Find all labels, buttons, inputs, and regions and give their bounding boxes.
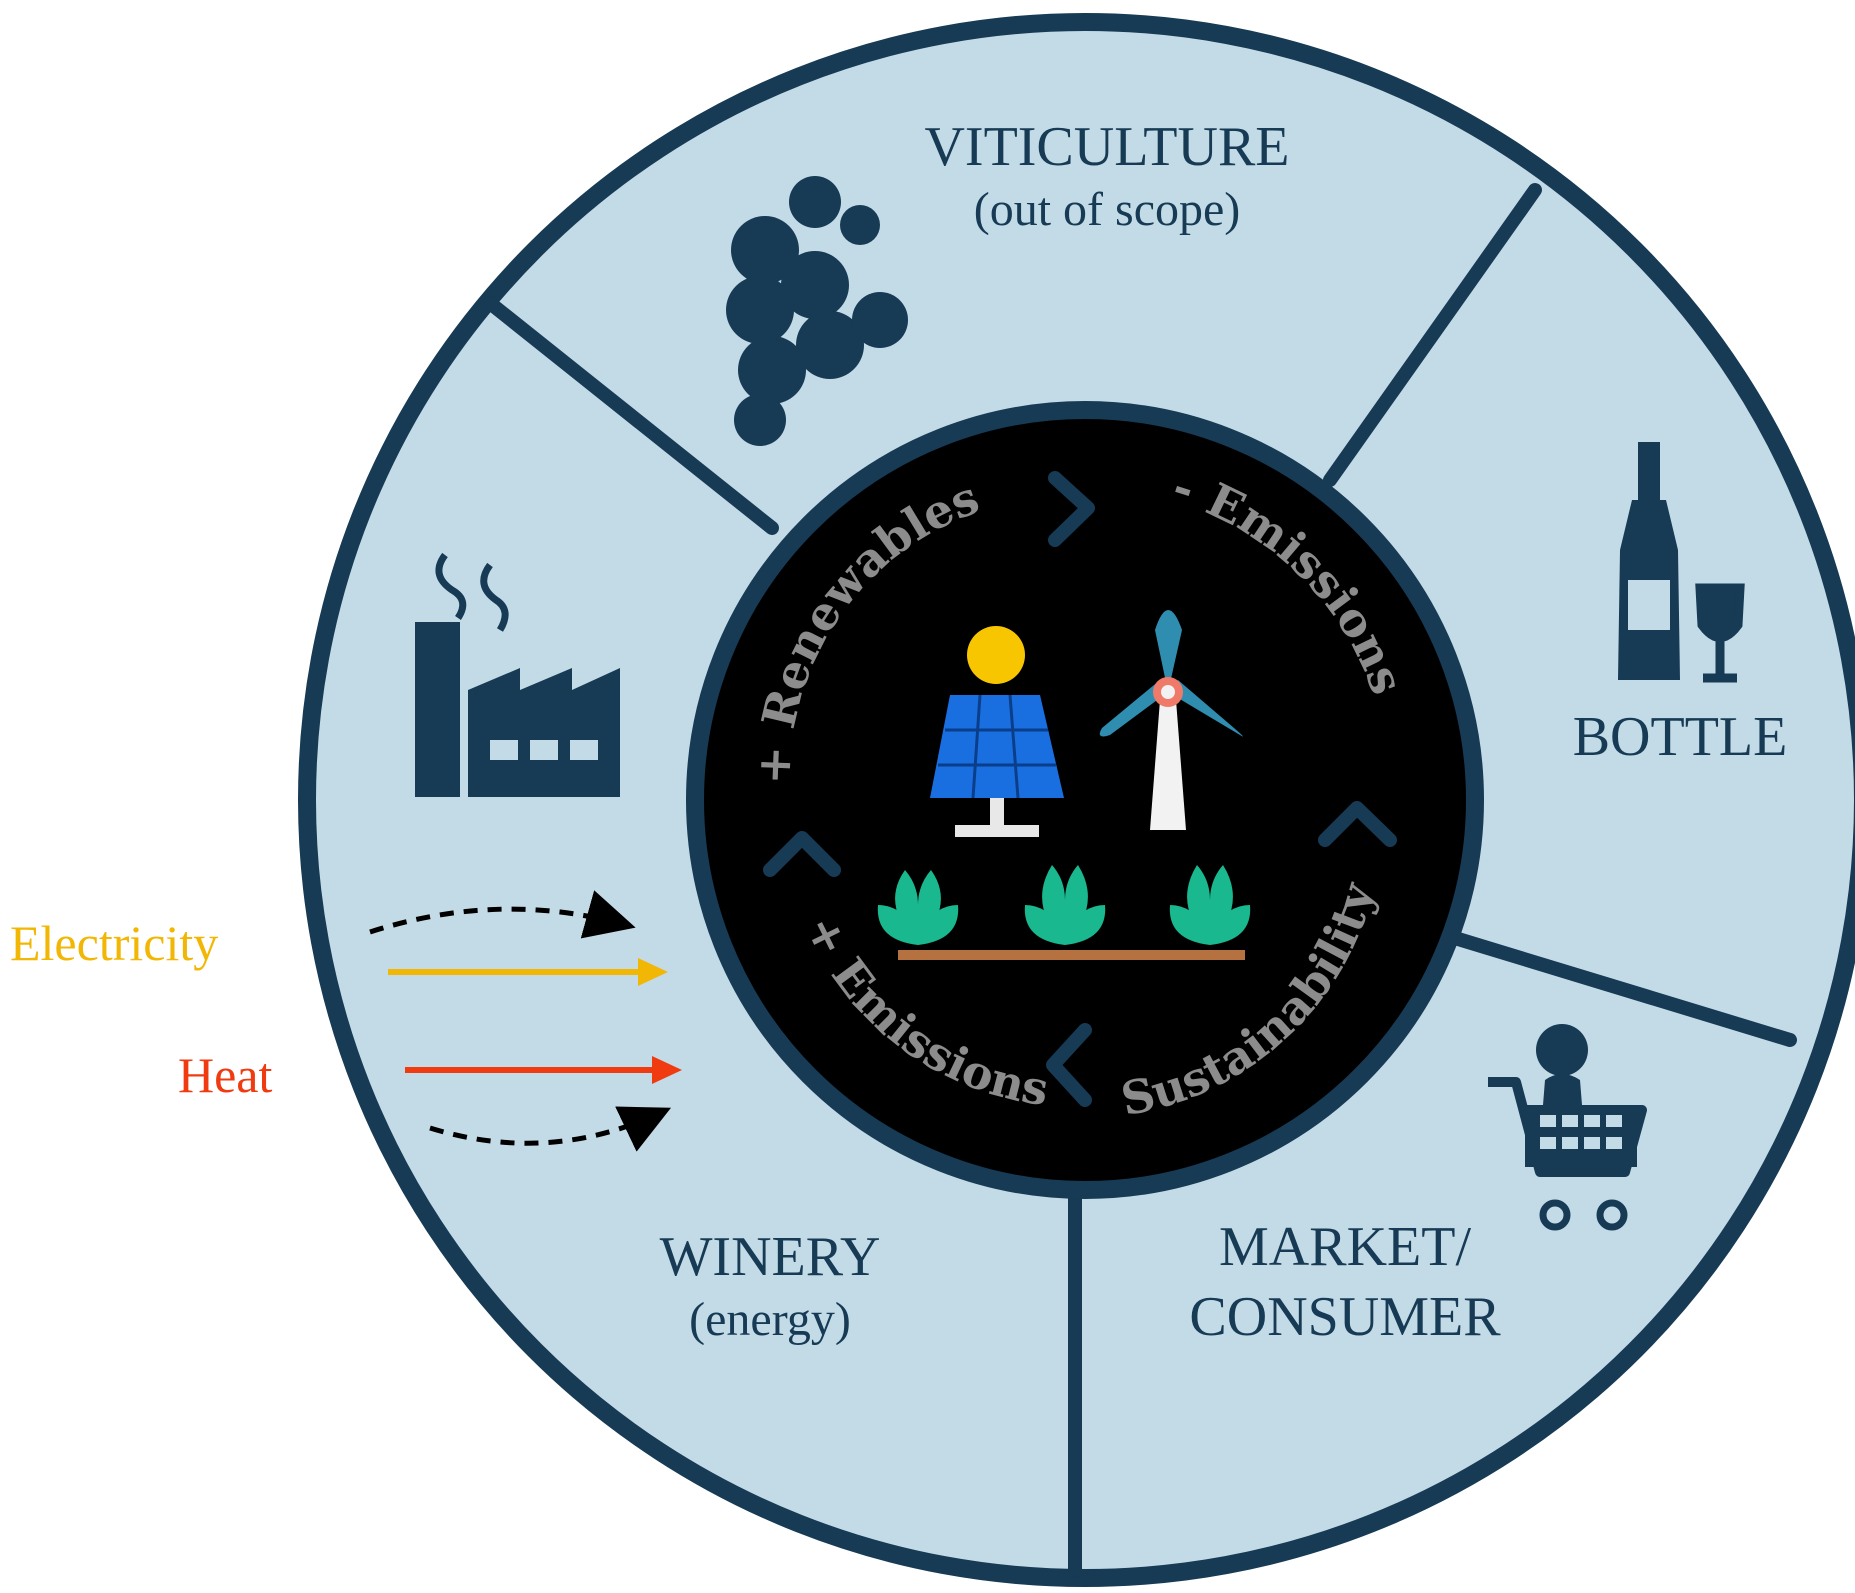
viticulture-subtitle: (out of scope) bbox=[974, 183, 1241, 236]
heat-arrow bbox=[405, 1056, 682, 1084]
chevron-up-icon-left bbox=[763, 831, 841, 877]
plant-icon bbox=[877, 870, 959, 945]
wine-bottle-icon bbox=[1618, 442, 1680, 680]
flow-dashed-arrow-bottom bbox=[429, 1106, 672, 1152]
winery-title: WINERY bbox=[660, 1226, 881, 1288]
shopping-cart-icon bbox=[1488, 1074, 1647, 1231]
wind-turbine-icon bbox=[1099, 610, 1243, 830]
electricity-arrow bbox=[388, 958, 668, 986]
chevron-right-icon bbox=[1048, 471, 1095, 547]
viticulture-title: VITICULTURE bbox=[924, 116, 1289, 178]
segment-dividers bbox=[483, 183, 1797, 1577]
heat-label: Heat bbox=[178, 1047, 272, 1103]
grapes-icon bbox=[726, 176, 908, 446]
factory-icon bbox=[415, 552, 620, 797]
flow-dashed-arrow-top bbox=[369, 890, 636, 939]
sun-icon bbox=[967, 626, 1025, 684]
market-title-line1: MARKET/ bbox=[1219, 1216, 1471, 1278]
center-circle bbox=[686, 401, 1484, 1199]
winery-subtitle: (energy) bbox=[689, 1293, 851, 1346]
chevron-up-icon-right bbox=[1318, 801, 1397, 847]
soil-line bbox=[898, 950, 1245, 960]
chevron-icons bbox=[763, 471, 1397, 1107]
market-title-line2: CONSUMER bbox=[1189, 1286, 1501, 1348]
person-icon bbox=[1536, 1024, 1588, 1076]
plant-icon bbox=[1024, 865, 1106, 945]
chevron-left-icon bbox=[1046, 1023, 1092, 1107]
bottle-title: BOTTLE bbox=[1573, 706, 1788, 768]
plants-row bbox=[877, 865, 1251, 960]
plant-icon bbox=[1169, 865, 1251, 945]
solar-panel-icon bbox=[930, 694, 1064, 837]
wine-glass-icon bbox=[1695, 583, 1745, 683]
electricity-label: Electricity bbox=[10, 915, 218, 971]
